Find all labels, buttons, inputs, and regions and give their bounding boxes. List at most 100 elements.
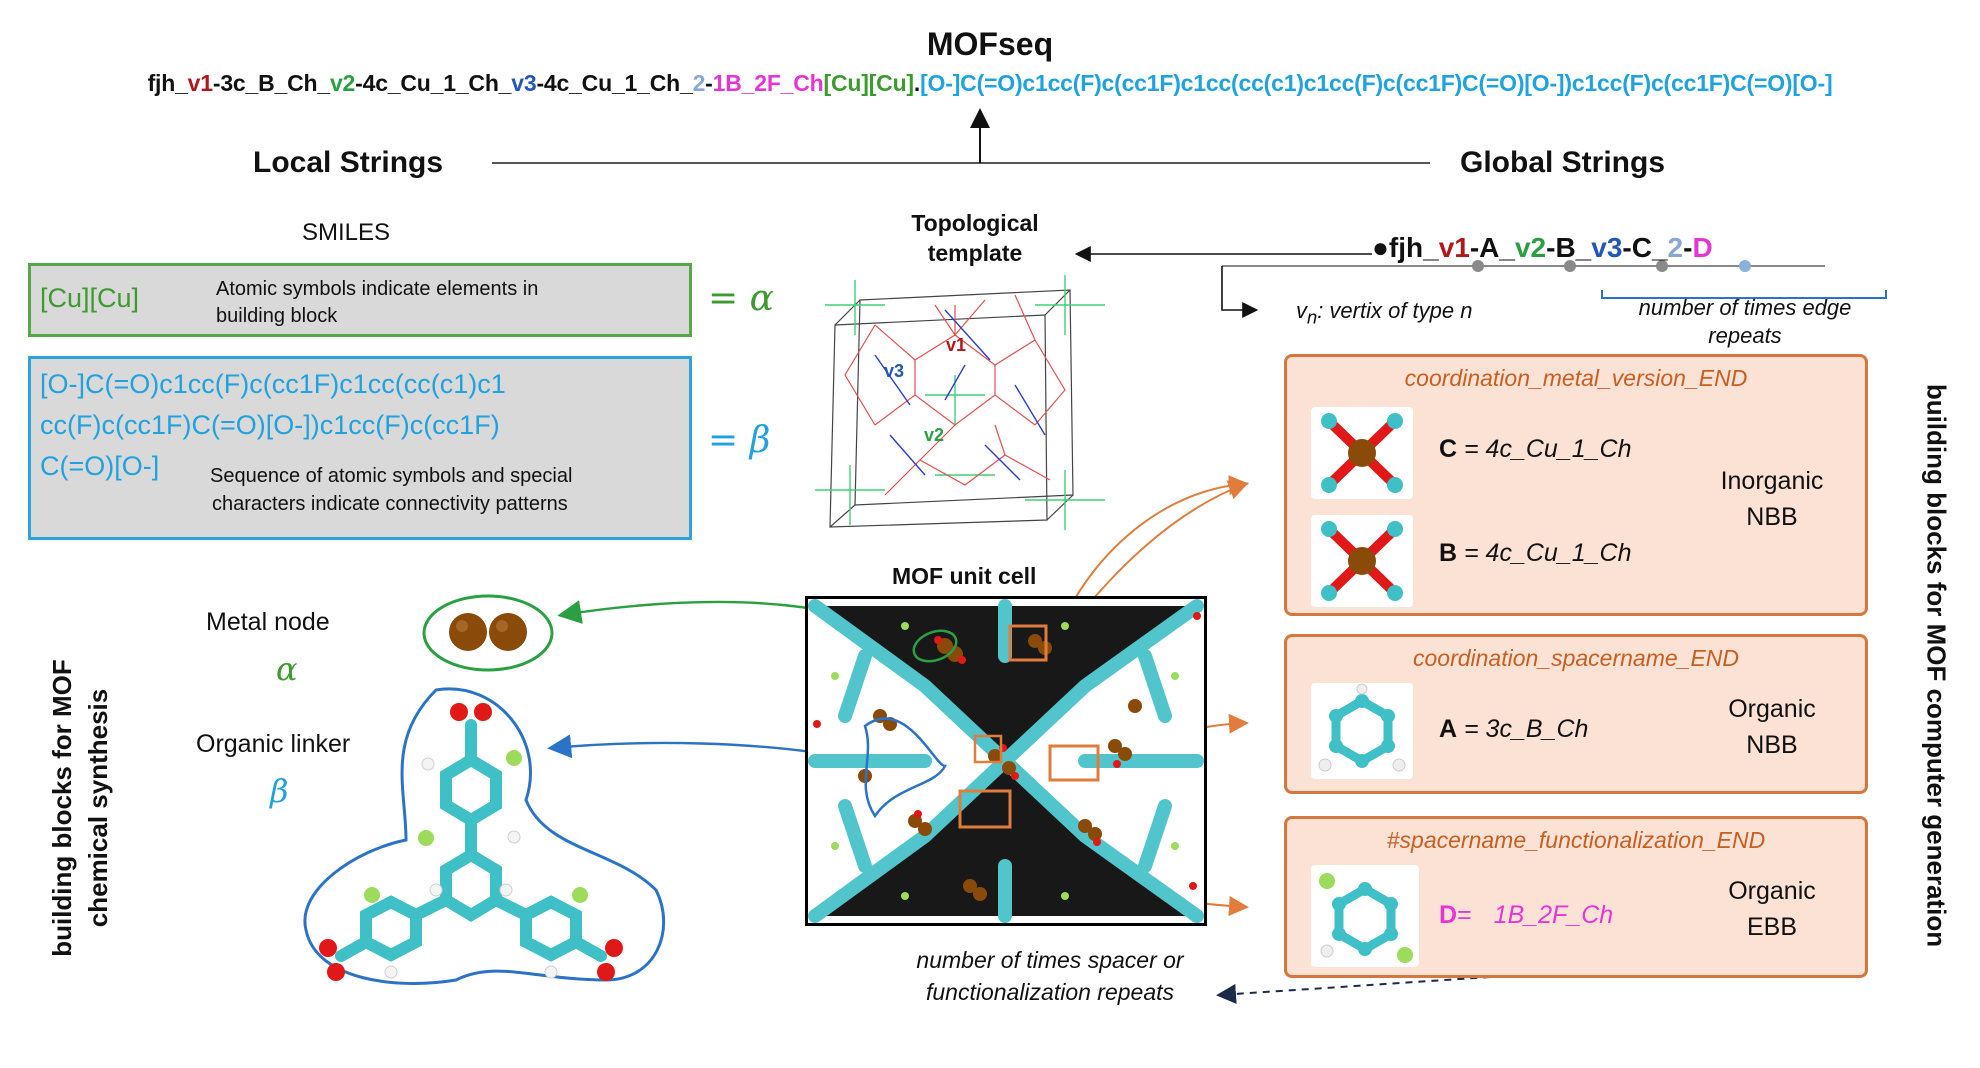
seq-dot: . — [913, 70, 921, 96]
vertical-line: building blocks for MOF — [47, 659, 77, 957]
desc-line: Sequence of atomic symbols and special — [210, 465, 573, 487]
vertical-line: chemical synthesis — [83, 688, 113, 928]
b-equation: = 4c_Cu_1_Ch — [1464, 539, 1632, 567]
d-letter: D — [1439, 901, 1458, 929]
vn-sub: n — [1307, 306, 1318, 328]
v1-dot — [1472, 260, 1484, 272]
cu-paddlewheel-image-c — [1311, 407, 1413, 499]
seq-v3: v3 — [511, 70, 537, 96]
metal-node-image — [422, 594, 554, 672]
kind-line: EBB — [1746, 913, 1798, 941]
gs-v2: v2 — [1514, 232, 1547, 263]
gs-D: D — [1692, 232, 1713, 263]
mofseq-title: MOFseq — [926, 26, 1054, 62]
seq-smiles: [O-]C(=O)c1cc(F)c(cc1F)c1cc(cc(c1)c1cc(F… — [920, 70, 1833, 96]
bullet: ● — [1372, 232, 1389, 263]
chemical-synthesis-label: building blocks for MOF chemical synthes… — [44, 548, 116, 1068]
cu-smiles-box — [28, 263, 692, 337]
seq-edge: 2 — [692, 70, 706, 96]
organic-linker-image — [303, 687, 666, 985]
cu-smiles-desc: Atomic symbols indicate elements in buil… — [216, 276, 538, 330]
organic-linker-label: Organic linker — [196, 730, 351, 758]
vn-arrow — [1221, 266, 1259, 318]
code-line: [O-]C(=O)c1cc(F)c(cc1F)c1cc(cc(c1)c1 — [40, 369, 506, 399]
note-line: number of times edge — [1638, 295, 1852, 320]
v2-dot — [1564, 260, 1576, 272]
code-line: cc(F)c(cc1F)C(=O)[O-])c1cc(F)c(cc1F) — [40, 410, 500, 440]
label-line: template — [927, 240, 1023, 266]
cu-paddlewheel-image-b — [1311, 515, 1413, 607]
linker-smiles-box — [28, 356, 692, 540]
edge-bracket — [1601, 290, 1887, 299]
local-strings-header: Local Strings — [253, 146, 444, 179]
seq-part: -4c_Cu_1_Ch_ — [536, 70, 693, 96]
kind-line: NBB — [1746, 731, 1798, 759]
beta-equation: = β — [708, 420, 771, 461]
panel-title: coordination_metal_version_END — [1404, 365, 1748, 391]
organic-nbb-label: Organic NBB — [1697, 691, 1847, 763]
desc-line: characters indicate connectivity pattern… — [212, 493, 568, 515]
note-line: number of times spacer or — [916, 947, 1184, 973]
fluorobenzene-image — [1311, 865, 1419, 967]
inorganic-nbb-label: Inorganic NBB — [1697, 463, 1847, 535]
functionalization-panel: #spacername_functionalization_END D=1B_2… — [1284, 816, 1868, 978]
c-letter: C — [1439, 435, 1458, 463]
metal-node-label: Metal node — [206, 608, 330, 636]
kind-line: Inorganic — [1720, 467, 1824, 495]
global-strings-header: Global Strings — [1460, 146, 1666, 179]
repeat-note: number of times spacer or functionalizat… — [870, 944, 1230, 1008]
vn-rest: : vertix of type n — [1317, 298, 1473, 323]
seq-functional: 1B_2F_Ch — [712, 70, 824, 96]
computer-generation-label: building blocks for MOF computer generat… — [1921, 383, 1952, 948]
vertex-note: vn: vertix of type n — [1296, 298, 1473, 328]
edge-note: number of times edge repeats — [1590, 294, 1900, 350]
gs-dash: - — [1683, 232, 1693, 263]
gs-part: -B_ — [1546, 232, 1592, 263]
kind-line: Organic — [1728, 877, 1816, 905]
panel-title: coordination_spacername_END — [1412, 645, 1740, 671]
a-letter: A — [1439, 715, 1458, 743]
cu-smiles-code: [Cu][Cu] — [40, 283, 140, 313]
d-definition: D= 1B_2F_Ch — [1439, 901, 1613, 930]
b-definition: B = 4c_Cu_1_Ch — [1439, 539, 1632, 568]
gs-v1: v1 — [1438, 232, 1470, 263]
seq-part: -4c_Cu_1_Ch_ — [355, 70, 512, 96]
gs-part: -A_ — [1469, 232, 1515, 263]
global-string: ●fjh_v1-A_v2-B_v3-C_2-D — [1372, 232, 1713, 264]
v3-dot — [1656, 260, 1668, 272]
a-equation: = 3c_B_Ch — [1464, 715, 1589, 743]
c-equation: = 4c_Cu_1_Ch — [1464, 435, 1632, 463]
mof-unit-cell-image — [805, 596, 1207, 926]
label-line: Topological — [911, 210, 1039, 236]
benzene-image — [1311, 683, 1413, 779]
metal-version-panel: coordination_metal_version_END C = 4c_Cu… — [1284, 354, 1868, 616]
topological-template-label: Topological template — [870, 208, 1080, 268]
edge-dot — [1739, 260, 1751, 272]
gs-edge: 2 — [1667, 232, 1684, 263]
smiles-header: SMILES — [302, 219, 391, 246]
alpha-equation: = α — [708, 278, 774, 319]
seq-cu: [Cu][Cu] — [823, 70, 915, 96]
linker-smiles-desc: Sequence of atomic symbols and special c… — [210, 462, 572, 518]
seq-v1: v1 — [187, 70, 213, 96]
c-definition: C = 4c_Cu_1_Ch — [1439, 435, 1632, 464]
organic-ebb-label: Organic EBB — [1697, 873, 1847, 945]
b-letter: B — [1439, 539, 1458, 567]
desc-line: building block — [216, 305, 338, 327]
template-v1: v1 — [946, 335, 967, 355]
a-definition: A = 3c_B_Ch — [1439, 715, 1588, 744]
linker-smiles-code: [O-]C(=O)c1cc(F)c(cc1F)c1cc(cc(c1)c1 cc(… — [40, 364, 506, 487]
vn-v: v — [1296, 298, 1307, 323]
alpha-symbol: α — [276, 650, 298, 688]
d-equation: 1B_2F_Ch — [1493, 901, 1614, 929]
seq-part: -3c_B_Ch_ — [212, 70, 330, 96]
seq-v2: v2 — [329, 70, 356, 96]
d-equals: = — [1457, 901, 1472, 929]
kind-line: Organic — [1728, 695, 1816, 723]
template-v3: v3 — [884, 361, 905, 381]
note-line: repeats — [1708, 323, 1782, 348]
spacer-panel: coordination_spacername_END A = 3c_B_Ch … — [1284, 634, 1868, 794]
note-line: functionalization repeats — [925, 979, 1175, 1005]
topological-template-image — [815, 275, 1105, 530]
template-v2: v2 — [924, 425, 945, 445]
